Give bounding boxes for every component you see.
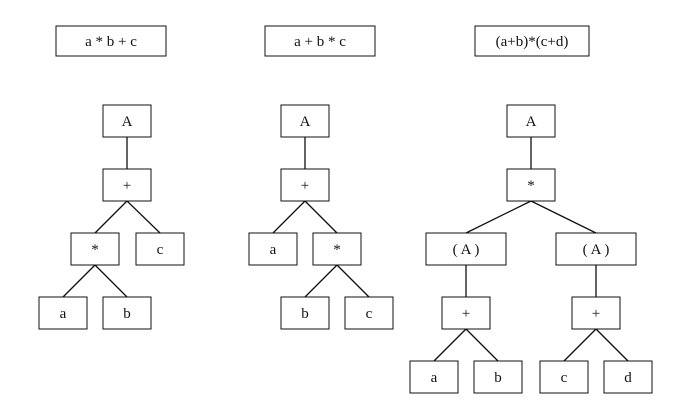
tree-edge bbox=[563, 328, 597, 362]
node-b: b bbox=[102, 296, 152, 330]
node-a: a bbox=[38, 296, 88, 330]
tree-edge bbox=[465, 328, 499, 362]
tree-2: a + b * c A + a * b c bbox=[248, 25, 394, 330]
node-label: a bbox=[431, 370, 438, 386]
tree-edge bbox=[465, 200, 532, 234]
node-b: b bbox=[473, 360, 523, 394]
node-a: A bbox=[506, 104, 556, 138]
node-a: A bbox=[280, 104, 330, 138]
expression-label: (a+b)*(c+d) bbox=[496, 34, 569, 50]
node-times: * bbox=[312, 232, 362, 266]
node-label: b bbox=[494, 370, 502, 386]
tree-edge bbox=[304, 264, 338, 298]
node-c: c bbox=[135, 232, 185, 266]
tree-edge bbox=[62, 264, 96, 298]
node-b: b bbox=[280, 296, 330, 330]
node-label: ( A ) bbox=[583, 242, 610, 258]
node-a: a bbox=[409, 360, 459, 394]
expression-box: (a+b)*(c+d) bbox=[474, 25, 590, 57]
node-times: * bbox=[70, 232, 120, 266]
node-label: * bbox=[527, 178, 535, 194]
node-label: * bbox=[333, 242, 341, 258]
node-times: * bbox=[506, 168, 556, 202]
tree-edge bbox=[126, 200, 161, 234]
tree-edge bbox=[272, 200, 306, 234]
node-label: d bbox=[624, 370, 632, 386]
node-c: c bbox=[539, 360, 589, 394]
node-label: + bbox=[301, 178, 309, 194]
node-label: A bbox=[300, 114, 311, 130]
node-label: A bbox=[122, 114, 133, 130]
node-label: + bbox=[462, 306, 470, 322]
expression-label: a * b + c bbox=[85, 34, 137, 50]
tree-edge bbox=[530, 200, 597, 234]
node-label: + bbox=[123, 178, 131, 194]
node-label: * bbox=[91, 242, 99, 258]
node-plus: + bbox=[102, 168, 152, 202]
node-label: b bbox=[123, 306, 131, 322]
node-label: ( A ) bbox=[453, 242, 480, 258]
node-a: ( A ) bbox=[425, 232, 507, 266]
expression-box: a * b + c bbox=[55, 25, 167, 57]
node-c: c bbox=[344, 296, 394, 330]
node-label: b bbox=[301, 306, 309, 322]
node-label: a bbox=[270, 242, 277, 258]
node-label: a bbox=[60, 306, 67, 322]
node-label: c bbox=[366, 306, 373, 322]
tree-edge bbox=[336, 264, 370, 298]
tree-1: a * b + c A + * c a b bbox=[38, 25, 185, 330]
node-a: a bbox=[248, 232, 298, 266]
node-a: A bbox=[102, 104, 152, 138]
tree-3: (a+b)*(c+d) A * ( A ) ( A ) + + a b c d bbox=[409, 25, 653, 394]
node-label: + bbox=[592, 306, 600, 322]
tree-edge bbox=[595, 328, 629, 362]
node-d: d bbox=[603, 360, 653, 394]
tree-edge bbox=[433, 328, 467, 362]
node-a: ( A ) bbox=[555, 232, 637, 266]
tree-edge bbox=[94, 200, 128, 234]
expression-box: a + b * c bbox=[264, 25, 376, 57]
expression-label: a + b * c bbox=[294, 34, 346, 50]
node-label: A bbox=[526, 114, 537, 130]
tree-edge bbox=[304, 200, 338, 234]
node-label: c bbox=[561, 370, 568, 386]
node-plus: + bbox=[280, 168, 330, 202]
node-label: c bbox=[157, 242, 164, 258]
node-plus: + bbox=[441, 296, 491, 330]
tree-edge bbox=[94, 264, 128, 298]
node-plus: + bbox=[571, 296, 621, 330]
